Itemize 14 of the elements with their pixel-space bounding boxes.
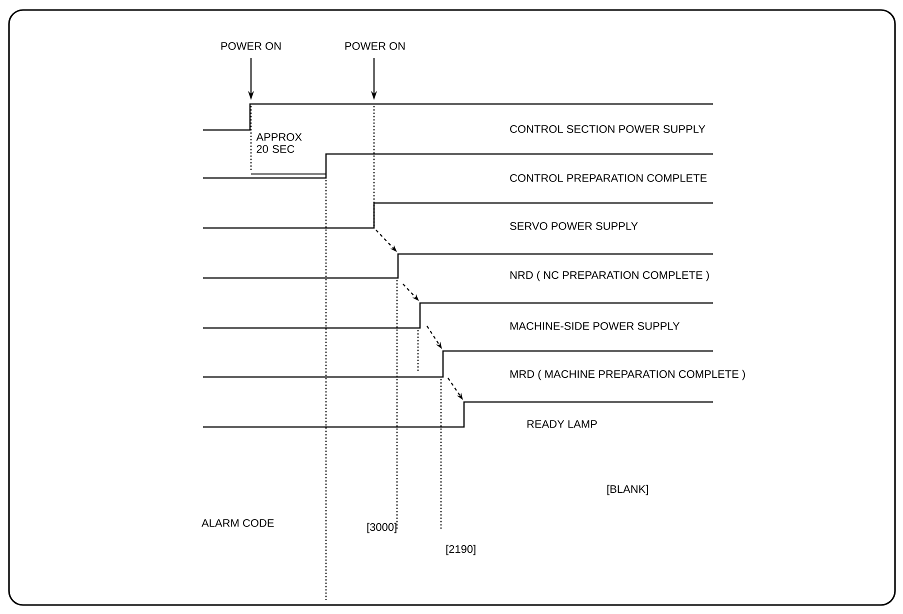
signal-label: MACHINE-SIDE POWER SUPPLY <box>510 322 680 330</box>
signal-label: POWER ON <box>345 42 405 50</box>
signal-label: [2190] <box>446 544 476 556</box>
signal-label: [3000] <box>367 522 396 534</box>
signal-label: POWER ON <box>221 42 281 50</box>
signal-label: APPROX 20 SEC <box>256 133 302 153</box>
signal-label: READY LAMP <box>527 420 597 428</box>
signal-label: SERVO POWER SUPPLY <box>510 222 638 230</box>
signal-label: NRD ( NC PREPARATION COMPLETE ) <box>510 270 709 282</box>
signal-label: MRD ( MACHINE PREPARATION COMPLETE ) <box>510 370 745 380</box>
signal-label: [BLANK] <box>607 484 648 496</box>
signal-label: CONTROL PREPARATION COMPLETE <box>510 174 707 182</box>
signal-label: CONTROL SECTION POWER SUPPLY <box>510 125 706 133</box>
signal-label: ALARM CODE <box>202 519 274 527</box>
